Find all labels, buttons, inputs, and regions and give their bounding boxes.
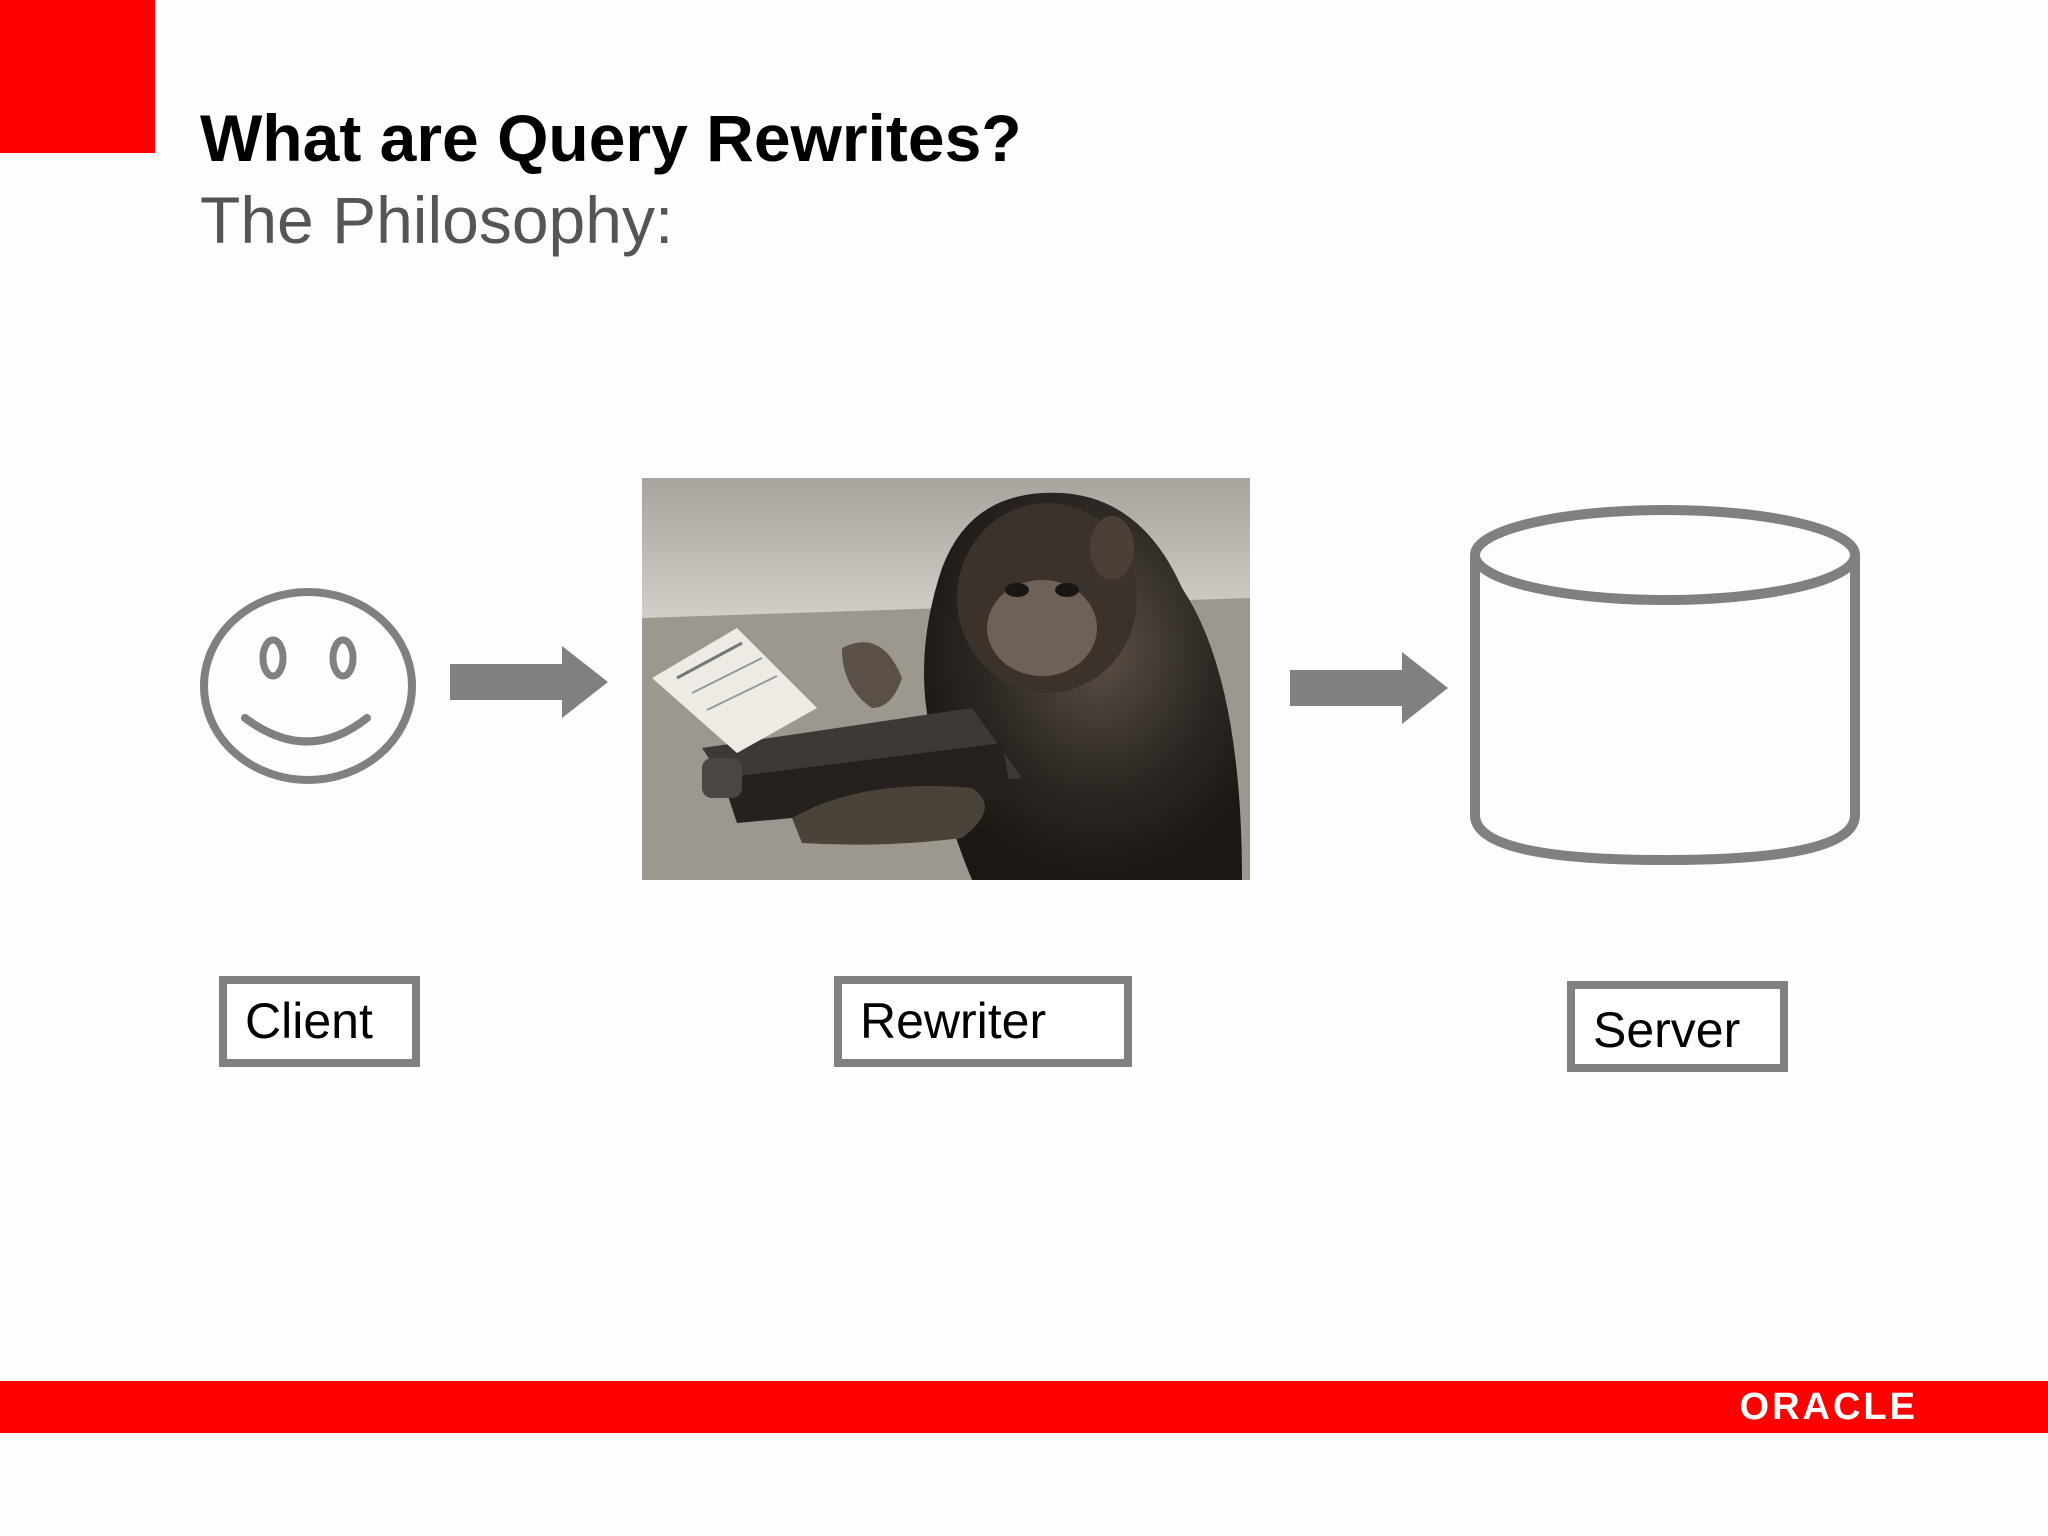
corner-accent-block <box>0 0 155 153</box>
slide-subtitle: The Philosophy: <box>200 183 674 257</box>
smiley-face-icon <box>200 588 416 784</box>
slide-title: What are Query Rewrites? <box>200 101 1022 175</box>
client-label: Client <box>219 976 420 1067</box>
oracle-logo: ORACLE <box>1739 1386 1918 1428</box>
database-cylinder-icon <box>1470 505 1860 866</box>
arrow-right-icon <box>450 646 608 718</box>
server-label: Server <box>1567 981 1788 1072</box>
chimpanzee-typewriter-photo <box>642 478 1250 880</box>
rewriter-label: Rewriter <box>834 976 1132 1067</box>
footer-bar <box>0 1381 2048 1433</box>
arrow-right-icon <box>1290 652 1448 724</box>
